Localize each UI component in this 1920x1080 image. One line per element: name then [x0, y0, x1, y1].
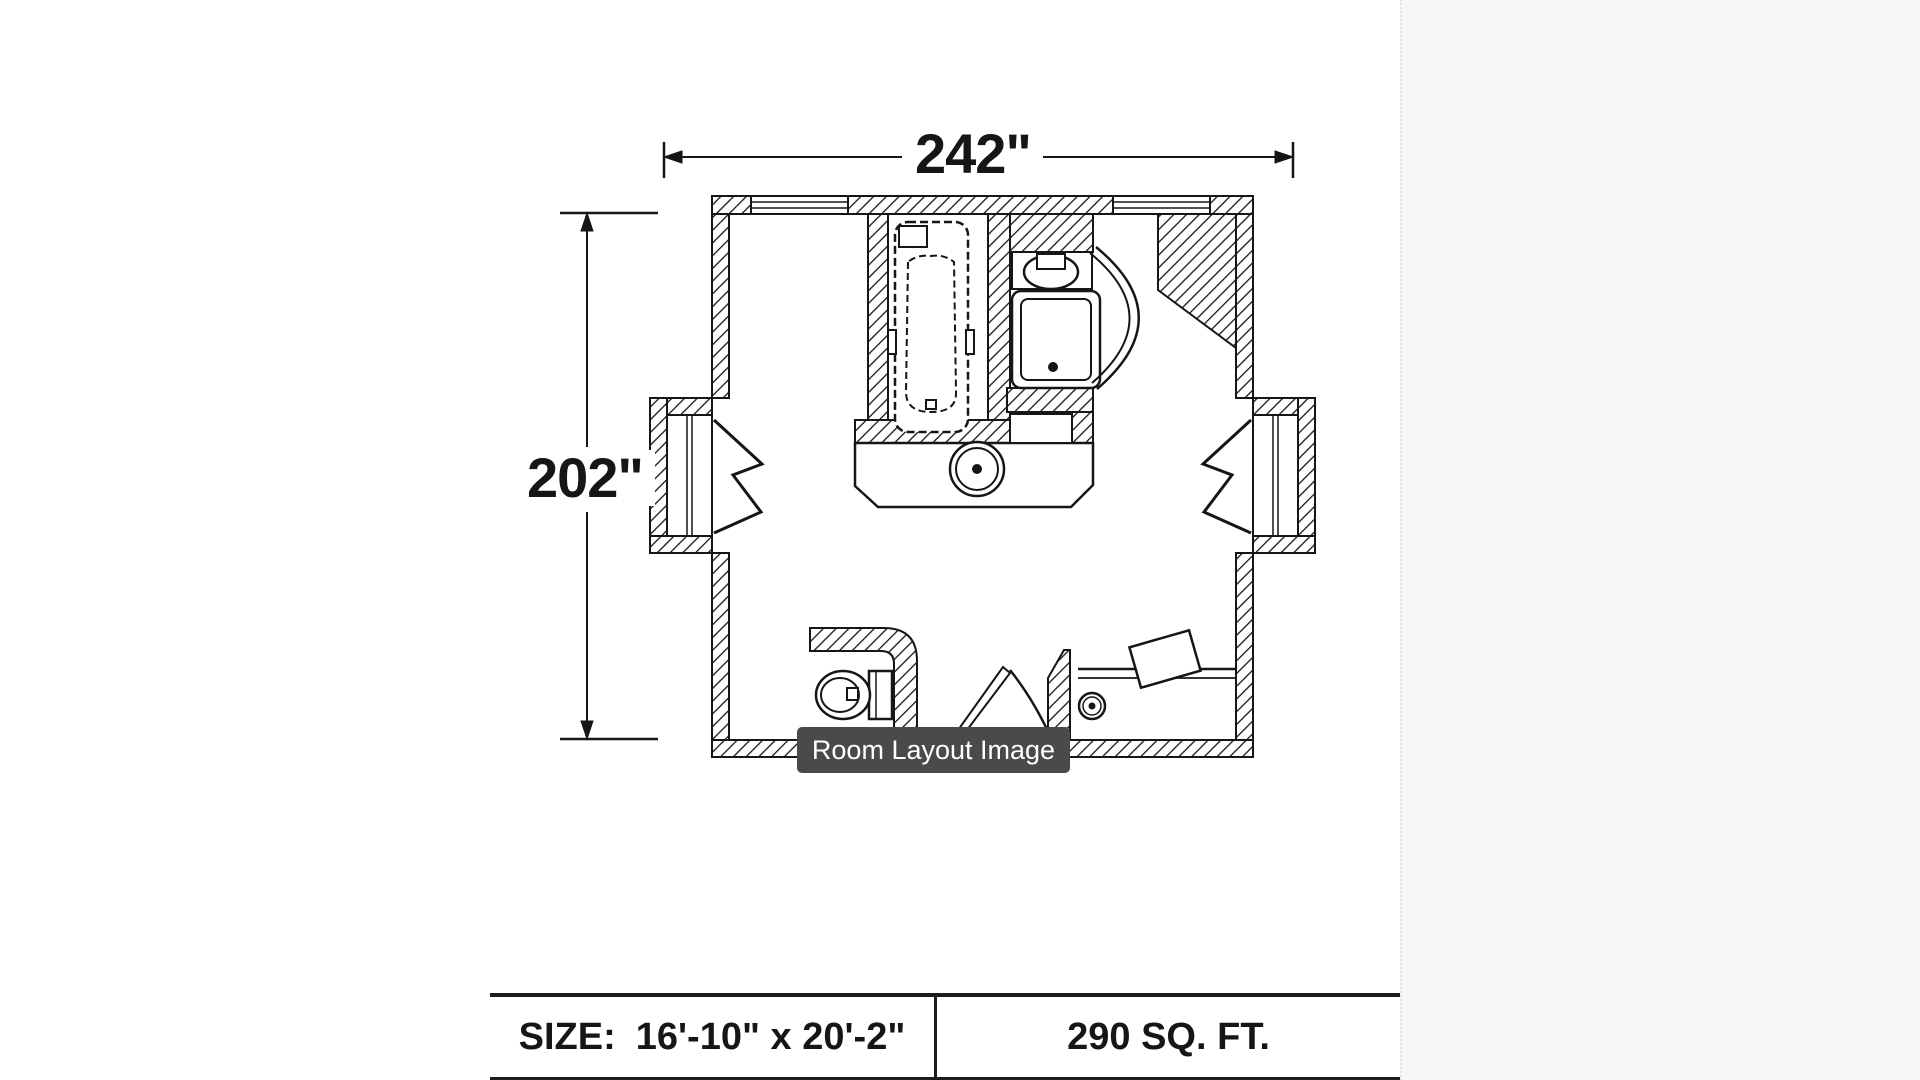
dimension-lines [560, 142, 1295, 741]
window-top-right [1112, 195, 1211, 215]
bathtub [887, 220, 975, 434]
info-table: SIZE: 16'-10" x 20'-2" 290 SQ. FT. [490, 993, 1400, 1080]
wall-plumbing-block [1009, 213, 1094, 253]
size-value: 16'-10" x 20'-2" [635, 1015, 906, 1058]
window-top-left [750, 195, 849, 215]
floor-drain-dot [1088, 702, 1096, 710]
wall-left-lower [711, 552, 730, 741]
tank-lid [1036, 253, 1066, 270]
door-bay-left [666, 414, 765, 537]
shower-drain-dot [1048, 362, 1058, 372]
shower-area [1077, 628, 1236, 721]
shower-pan-inner [1020, 298, 1092, 381]
door-break-symbol-right [1200, 418, 1253, 535]
size-label: SIZE: [518, 1015, 616, 1058]
curved-shower-stall [1010, 246, 1140, 390]
tooltip: Room Layout Image [797, 727, 1070, 773]
wall-top-left-stub [711, 195, 752, 215]
wall-right-upper [1235, 213, 1254, 399]
vanity-backsplash [1009, 413, 1073, 444]
shower-bench [1127, 628, 1203, 690]
wall-under-shower [1006, 387, 1094, 413]
bathtub-grip-left [887, 329, 897, 355]
wall-bay-right-side [1297, 397, 1316, 554]
curved-door-inner [1089, 252, 1131, 384]
bathtub-basin [904, 254, 958, 414]
area-value: 290 SQ. FT. [1067, 1015, 1270, 1058]
tooltip-label: Room Layout Image [811, 734, 1056, 765]
wall-connector [1071, 411, 1094, 444]
floor-drain-inner [1082, 696, 1102, 716]
dim-arrow-down [580, 720, 594, 741]
bathtub-drain [925, 399, 937, 410]
wall-right-lower [1235, 552, 1254, 741]
dim-arrow-left [662, 150, 683, 164]
dim-arrow-up [580, 211, 594, 232]
area-cell: 290 SQ. FT. [937, 997, 1400, 1077]
vanity [853, 413, 1095, 509]
size-cell: SIZE: 16'-10" x 20'-2" [490, 997, 937, 1077]
sink-drain [972, 464, 982, 474]
wall-tub-alcove-left [867, 213, 889, 421]
width-dimension-label: 242" [903, 126, 1043, 182]
door-break-symbol-left [712, 418, 765, 535]
toilet [814, 669, 894, 721]
toilet-tank [867, 669, 894, 721]
height-dimension-label: 202" [515, 450, 655, 506]
side-panel [1400, 0, 1920, 1080]
wall-left-upper [711, 213, 730, 399]
windows [750, 195, 1211, 215]
door-slab-left [666, 414, 713, 537]
wall-top-right-stub [1209, 195, 1254, 215]
wall-corner-block [1157, 213, 1237, 350]
dim-arrow-right [1274, 150, 1295, 164]
bathtub-faucet [898, 225, 928, 248]
wall-top-middle [847, 195, 1114, 215]
shower-pan [1010, 289, 1102, 390]
wall-bay-right-bottom [1252, 535, 1316, 554]
bathtub-grip-right [965, 329, 975, 355]
door-bay-right [1200, 414, 1299, 537]
curved-door-outer [1095, 246, 1140, 390]
wall-bay-left-bottom [649, 535, 713, 554]
door-slab-right [1252, 414, 1299, 537]
sink-inner [955, 447, 999, 491]
bathtub-outline [893, 220, 970, 434]
toilet-bowl [814, 669, 872, 721]
toilet-flush [846, 687, 859, 701]
